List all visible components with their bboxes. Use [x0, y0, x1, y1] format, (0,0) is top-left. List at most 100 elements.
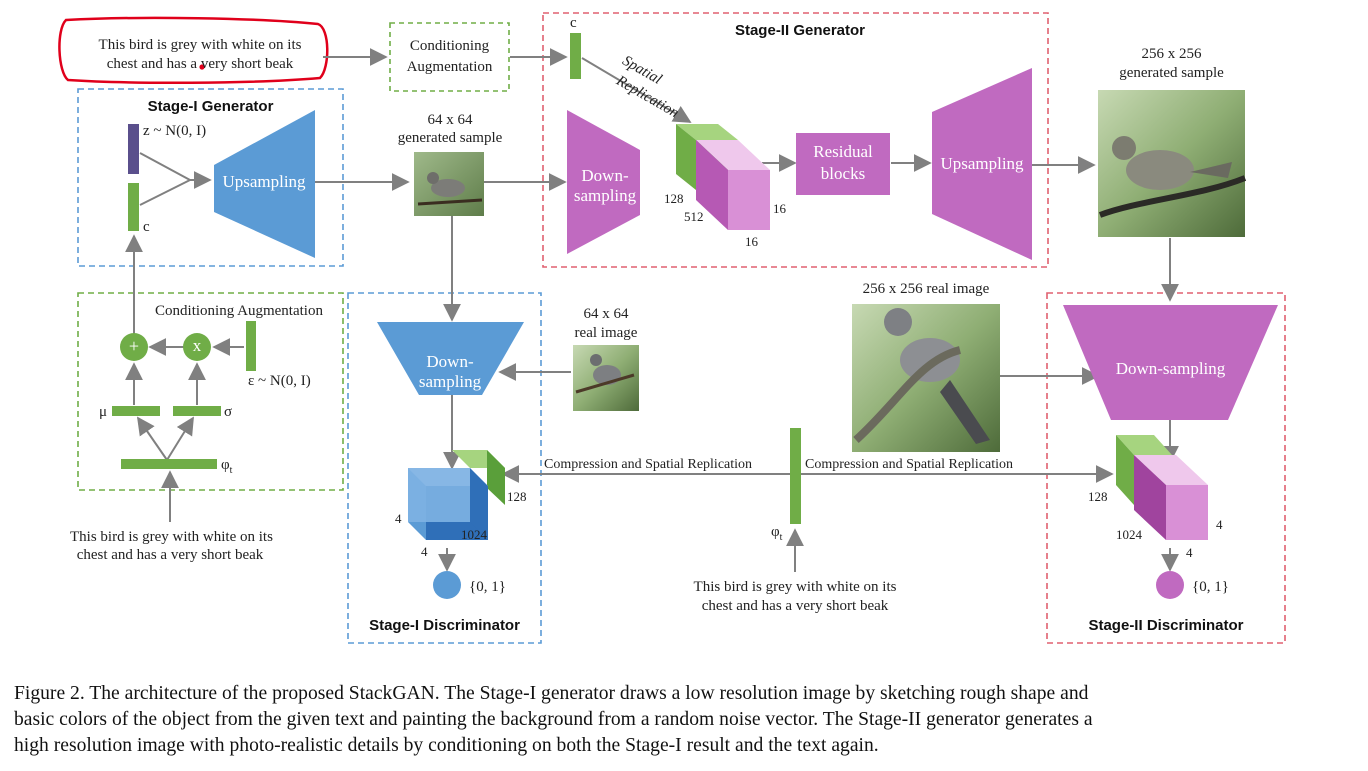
center-text-line2: chest and has a very short beak — [701, 598, 889, 614]
stage1-down-line2: sampling — [418, 372, 482, 391]
stage1-generator-title: Stage-I Generator — [147, 98, 274, 115]
red-annotation-dot — [199, 64, 205, 70]
residual-line1: Residual — [813, 142, 873, 161]
conditioning-augmentation-box — [389, 22, 510, 92]
real64-line2: real image — [574, 325, 638, 341]
stage2-downsampling-shape — [567, 110, 640, 254]
caption-line1: Figure 2. The architecture of the propos… — [14, 683, 1089, 704]
text-input-line2: chest and has a very short beak — [106, 56, 294, 72]
noise-vector-bar — [128, 124, 139, 174]
stage2-discriminator-title: Stage-II Discriminator — [1088, 617, 1244, 634]
center-phi-bar — [790, 428, 801, 524]
generated-sample-64-image — [414, 152, 484, 216]
stage1-dim-128: 128 — [507, 489, 527, 504]
arrow-c-merge — [139, 179, 191, 206]
stage2-down-line1: Down- — [581, 166, 629, 185]
ca-box-line2: Augmentation — [406, 59, 493, 75]
stage2-upsampling-shape — [932, 68, 1032, 260]
text-input-line1: This bird is grey with white on its — [98, 37, 302, 53]
arrow-phi-to-sigma — [166, 416, 194, 461]
stage2-output-node — [1156, 571, 1184, 599]
stage2-dim-16b: 16 — [745, 234, 758, 249]
stage2-output-label: {0, 1} — [1192, 579, 1229, 595]
epsilon-bar — [246, 321, 256, 371]
stage1-upsampling-shape — [214, 110, 315, 258]
stage2-downsampling-label: Down-sampling — [1115, 359, 1226, 378]
c1-label: c — [143, 219, 150, 235]
stage1-output-node — [433, 571, 461, 599]
stage1-discriminator-title: Stage-I Discriminator — [369, 617, 520, 634]
residual-line2: blocks — [820, 164, 866, 183]
noise-label: z ~ N(0, I) — [143, 123, 207, 139]
plus-node — [120, 333, 148, 361]
stage1-text-line1: This bird is grey with white on its — [70, 529, 273, 545]
stage1-discriminator-border — [347, 292, 542, 644]
c1-vector-bar — [128, 183, 139, 231]
stage1-down-line1: Down- — [426, 352, 474, 371]
ca-box-line1: Conditioning — [409, 38, 490, 54]
stage2-dim-128: 128 — [664, 191, 684, 206]
arrow-c2-spatial — [581, 57, 692, 123]
real-256-image — [852, 304, 1000, 452]
stage1-downsampling-shape — [377, 322, 524, 395]
arrow-phi-to-mu — [136, 416, 168, 461]
stage2-down-line2: sampling — [573, 186, 637, 205]
stage2-generator-border — [542, 12, 1049, 268]
stage1-discriminator-cube — [408, 450, 505, 540]
stage2-discriminator-cube — [1116, 435, 1208, 540]
generated-sample-256-image — [1098, 90, 1247, 237]
caption-line2: basic colors of the object from the give… — [14, 709, 1093, 730]
real256-label: 256 x 256 real image — [862, 281, 990, 297]
real-64-image — [573, 345, 639, 411]
phi-subscript: t — [229, 465, 233, 476]
plus-label: + — [128, 336, 140, 356]
stage2d-dim-4b: 4 — [1186, 545, 1193, 560]
stage1-dim-4a: 4 — [395, 511, 402, 526]
stage2-generator-title: Stage-II Generator — [734, 22, 866, 39]
residual-blocks-shape — [796, 133, 890, 195]
stage1-dim-1024: 1024 — [461, 527, 487, 542]
stage1-dim-4b: 4 — [421, 544, 428, 559]
c2-label: c — [570, 15, 577, 31]
epsilon-label: ε ~ N(0, I) — [248, 373, 311, 389]
c2-vector-bar — [570, 33, 581, 79]
mu-label: μ — [99, 404, 108, 420]
stage2-downsampling-shape-d — [1063, 305, 1278, 420]
center-text-line1: This bird is grey with white on its — [693, 579, 897, 595]
phi-bar — [121, 459, 217, 469]
mu-bar — [112, 406, 160, 416]
figure-caption: Figure 2. The architecture of the propos… — [14, 681, 1359, 759]
stage1-generator-border — [77, 88, 344, 267]
center-phi-symbol: φ — [771, 524, 780, 540]
stage2-feature-cube — [676, 124, 770, 230]
stage1-output-label: {0, 1} — [469, 579, 506, 595]
stage1-text-line2: chest and has a very short beak — [76, 547, 264, 563]
phi-label: φt — [221, 456, 232, 480]
compression-left-label: Compression and Spatial Replication — [544, 457, 753, 472]
sigma-bar — [173, 406, 221, 416]
ca-detail-title: Conditioning Augmentation — [155, 303, 323, 319]
stage2-upsampling-label: Upsampling — [940, 154, 1024, 173]
arrow-z-merge — [139, 152, 191, 181]
sample64-line2: generated sample — [397, 130, 503, 146]
times-label: x — [192, 336, 202, 355]
compression-right-label: Compression and Spatial Replication — [805, 457, 1014, 472]
times-node — [183, 333, 211, 361]
stage2-discriminator-border — [1046, 292, 1286, 644]
stage2d-dim-1024: 1024 — [1116, 527, 1142, 542]
stage2-dim-512: 512 — [684, 209, 704, 224]
center-phi-label: φt — [771, 523, 782, 547]
stage2-dim-16a: 16 — [773, 201, 786, 216]
real64-line1: 64 x 64 — [583, 306, 629, 322]
center-phi-subscript: t — [779, 532, 783, 543]
stage1-upsampling-label: Upsampling — [222, 172, 306, 191]
sample256-line1: 256 x 256 — [1141, 46, 1202, 62]
sigma-label: σ — [224, 404, 233, 420]
sample64-line1: 64 x 64 — [427, 112, 473, 128]
sample256-line2: generated sample — [1119, 65, 1224, 81]
stage2d-dim-4a: 4 — [1216, 517, 1223, 532]
ca-detail-border — [77, 292, 344, 491]
stage2d-dim-128: 128 — [1088, 489, 1108, 504]
caption-line3: high resolution image with photo-realist… — [14, 735, 879, 756]
